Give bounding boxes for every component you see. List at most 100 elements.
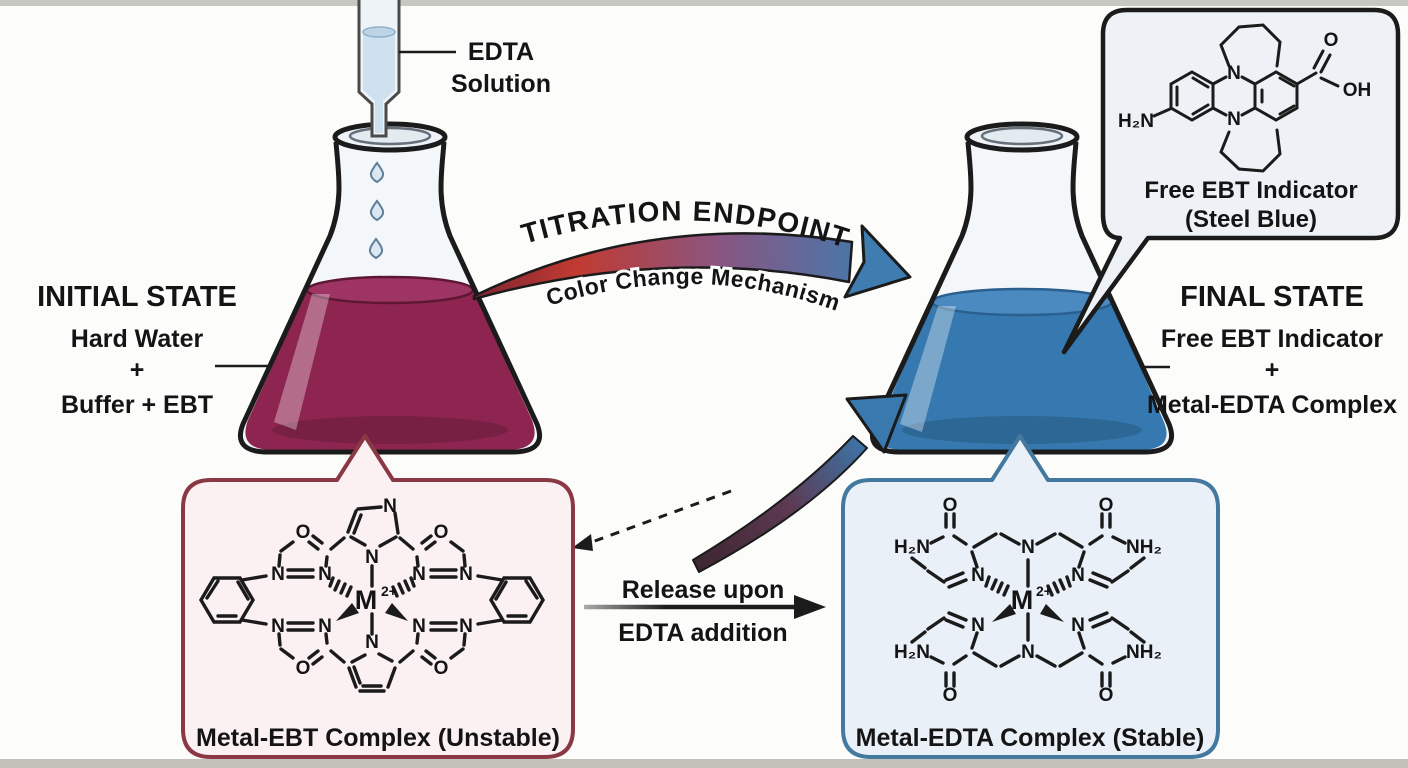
metal-ebt-caption: Metal-EBT Complex (Unstable) [196, 724, 560, 752]
carboxyl-group [1295, 49, 1340, 88]
atom-label-N: N [459, 564, 473, 585]
top-edge-bar [0, 0, 1408, 6]
atom-label-O: O [296, 658, 311, 679]
atom-label-OH: OH [1343, 80, 1372, 101]
release-arrow-head [794, 595, 826, 619]
flask-liquid-red [245, 290, 535, 450]
atom-label-N: N [1021, 537, 1035, 558]
curved-arrow-head [845, 393, 908, 454]
edta-dropper [357, 0, 456, 138]
wedge-bond [1040, 604, 1064, 622]
atom-label-N: N [318, 564, 332, 585]
atom-label-O: O [943, 495, 958, 516]
metal-edta-caption: Metal-EDTA Complex (Stable) [856, 724, 1205, 752]
free-ebt-caption-line2: (Steel Blue) [1185, 206, 1317, 233]
atom-label-NH2: NH₂ [1126, 537, 1162, 558]
wedge-bond [992, 604, 1016, 622]
dashed-return-arrow [572, 489, 732, 551]
atom-label-N: N [1227, 63, 1241, 84]
atom-label-O: O [1099, 685, 1114, 706]
atom-label-NH2: NH₂ [1126, 642, 1162, 663]
central-ring [1211, 75, 1257, 117]
bottom-pyrrole-ring [347, 652, 397, 693]
atom-label-O: O [434, 658, 449, 679]
pipette-liquid [363, 32, 395, 133]
initial-state-line2: + [130, 356, 145, 384]
atom-label-N: N [365, 547, 379, 568]
final-state-line1: Free EBT Indicator [1161, 325, 1384, 353]
gradient-arrow-head [843, 224, 912, 299]
atom-label-O: O [434, 522, 449, 543]
right-flask [869, 121, 1175, 455]
liquid-bottom-shade [902, 416, 1142, 444]
flask-outline [237, 141, 543, 455]
atom-label-M: M [355, 585, 378, 615]
glass-highlight [274, 294, 330, 430]
top-aliphatic-ring [1219, 23, 1282, 68]
flask-mouth [348, 126, 432, 146]
atom-label-H2N: H₂N [894, 642, 930, 663]
release-arrow [584, 595, 826, 619]
atom-label-charge: 2+ [1036, 583, 1052, 599]
atom-label-N: N [1071, 565, 1085, 586]
final-state-line2: + [1265, 356, 1280, 384]
initial-state-title: INITIAL STATE [37, 281, 237, 313]
bottom-aliphatic-ring [1219, 128, 1282, 173]
atom-label-N: N [365, 632, 379, 653]
free-ebt-structure: N N H₂N O OH [1118, 23, 1372, 173]
atom-label-N: N [971, 615, 985, 636]
initial-state-label: INITIAL STATE Hard Water + Buffer + EBT [37, 281, 237, 419]
initial-state-line1: Hard Water [71, 325, 204, 353]
atom-label-O: O [1324, 30, 1339, 51]
metal-ebt-box [181, 434, 575, 759]
flask-liquid-blue [877, 302, 1167, 450]
final-state-title: FINAL STATE [1180, 281, 1364, 313]
wedge-bond [336, 603, 359, 621]
flask-mouth [980, 126, 1064, 146]
liquid-bottom-shade [272, 416, 508, 444]
atom-label-N: N [318, 616, 332, 637]
free-ebt-caption-line1: Free EBT Indicator [1144, 177, 1357, 204]
left-flask [237, 121, 543, 455]
bottom-edge-bar [0, 759, 1408, 768]
atom-label-N: N [412, 564, 426, 585]
release-arrow-label-line2: EDTA addition [618, 619, 787, 647]
release-arrow-label-line1: Release upon [622, 576, 785, 604]
atom-label-N: N [971, 565, 985, 586]
hashed-bond [328, 576, 353, 598]
atom-label-M: M [1011, 585, 1034, 615]
atom-label-N: N [1021, 642, 1035, 663]
atom-label-O: O [943, 685, 958, 706]
atom-label-N: N [459, 616, 473, 637]
pipette-meniscus [362, 26, 396, 38]
atom-label-H2N: H₂N [1118, 111, 1154, 132]
wedge-bond [385, 603, 408, 621]
initial-state-line3: Buffer + EBT [61, 391, 213, 419]
dashed-arrow-head [572, 534, 593, 551]
final-state-label: FINAL STATE Free EBT Indicator + Metal-E… [1147, 281, 1397, 419]
atom-label-charge: 2+ [381, 583, 397, 599]
right-ring [1253, 70, 1299, 122]
curved-arrow-band [692, 435, 868, 573]
glass-highlight [900, 306, 956, 432]
final-state-line3: Metal-EDTA Complex [1147, 391, 1397, 419]
benzene-ring [199, 576, 255, 624]
free-ebt-callout-bubble [1061, 7, 1401, 355]
edta-label-line1: EDTA [468, 38, 534, 66]
titration-endpoint-arrow [472, 224, 912, 301]
atom-label-N: N [271, 564, 285, 585]
atom-label-N: N [1071, 615, 1085, 636]
atom-label-O: O [296, 522, 311, 543]
top-imidazole-ring [346, 505, 400, 548]
metal-edta-structure: M 2+ N N N N N N H₂N H₂N NH₂ NH₂ O O O O [894, 495, 1162, 706]
gradient-arrow-band [472, 232, 854, 301]
atom-label-H2N: H₂N [894, 537, 930, 558]
dashed-arrow-line [591, 489, 732, 544]
metal-edta-box [841, 434, 1220, 759]
atom-label-O: O [1099, 495, 1114, 516]
liquid-surface [305, 275, 475, 305]
atom-label-N: N [1227, 109, 1241, 130]
curved-endpoint-arrow [692, 393, 908, 573]
hashed-bond [984, 575, 1010, 597]
